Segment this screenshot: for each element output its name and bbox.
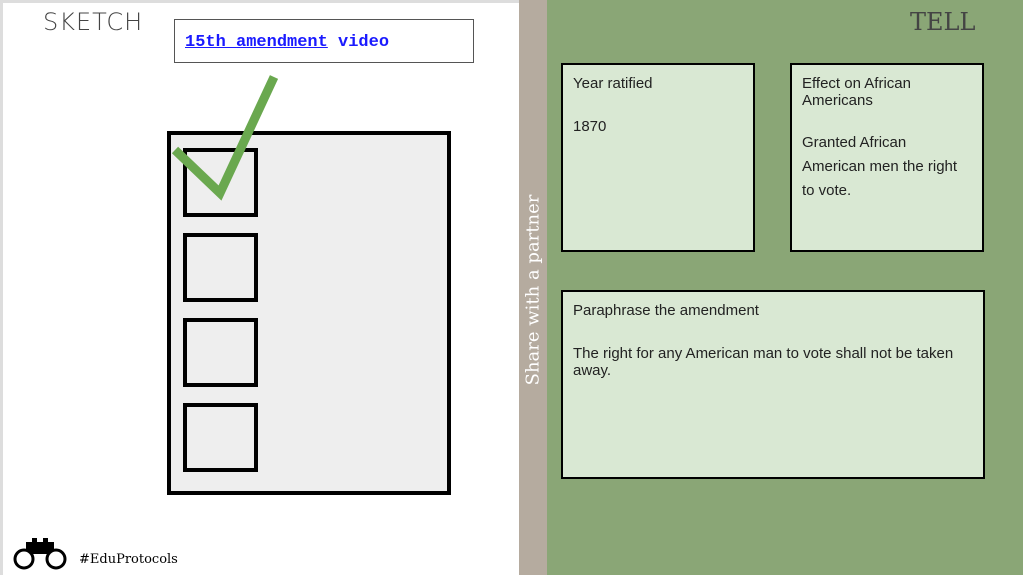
video-link-suffix: video	[327, 33, 390, 52]
video-link-box: 15th amendment video	[174, 19, 474, 63]
checkbox-1[interactable]	[183, 148, 258, 217]
binoculars-icon	[13, 538, 67, 570]
checkbox-4[interactable]	[183, 403, 258, 472]
tell-title: TELL	[910, 8, 976, 36]
checkbox-2[interactable]	[183, 233, 258, 302]
sketch-title: SKETCH	[43, 8, 144, 36]
card-year-ratified: Year ratified 1870	[561, 63, 755, 252]
card-title: Year ratified	[573, 75, 653, 92]
card-title: Paraphrase the amendment	[573, 302, 759, 319]
card-title: Effect on African Americans	[802, 75, 911, 109]
logo-text: #EduProtocols	[79, 552, 178, 567]
divider-strip	[519, 0, 547, 575]
share-label: Share with a partner	[522, 194, 544, 386]
card-body[interactable]: Granted African American men the right t…	[802, 134, 958, 199]
video-link[interactable]: 15th amendment	[185, 33, 328, 52]
checkmark-icon	[171, 75, 279, 201]
card-body[interactable]: 1870	[573, 118, 607, 135]
checkbox-3[interactable]	[183, 318, 258, 387]
card-body[interactable]: The right for any American man to vote s…	[573, 345, 954, 379]
